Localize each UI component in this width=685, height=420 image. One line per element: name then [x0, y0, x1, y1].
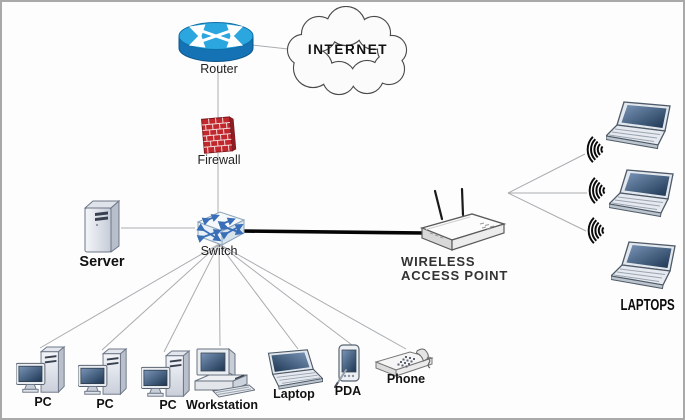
link-switch-phone	[218, 243, 407, 350]
pda-icon	[334, 344, 360, 388]
server-icon	[83, 199, 121, 253]
pda-node	[332, 343, 364, 389]
laptop-label: Laptop	[273, 387, 315, 401]
switch-label: Switch	[200, 244, 238, 258]
router-icon	[178, 22, 254, 62]
wifi-signal-icon-2	[587, 172, 611, 209]
switch-icon	[196, 211, 246, 246]
wireless-laptop-1	[606, 101, 676, 153]
wireless-laptop-2	[609, 169, 679, 221]
server-node	[81, 198, 123, 256]
phone-icon	[374, 348, 434, 377]
laptops-group-label: LAPTOPS	[620, 297, 675, 314]
link-switch-pc3	[163, 243, 220, 353]
wireless-laptop-3	[611, 241, 681, 293]
firewall-label: Firewall	[197, 153, 241, 167]
wap-label-line2: ACCESS POINT	[401, 268, 509, 284]
firewall-icon	[201, 116, 237, 154]
pc2-node	[78, 348, 130, 400]
workstation-label: Workstation	[186, 398, 258, 412]
firewall-node	[199, 114, 239, 156]
link-wap-laptop1	[507, 153, 586, 194]
server-label: Server	[79, 254, 125, 270]
internet-node: INTERNET	[279, 6, 417, 100]
link-switch-workstation	[218, 243, 221, 347]
wap-label-line1: WIRELESS	[401, 254, 476, 269]
link-switch-wap-thick	[241, 229, 426, 235]
wifi-signal-icon-3	[586, 212, 610, 249]
phone-label: Phone	[386, 372, 426, 386]
link-switch-pc1	[39, 243, 220, 349]
pc3-label: PC	[159, 398, 177, 412]
pc1-label: PC	[34, 395, 52, 409]
pda-label: PDA	[334, 384, 362, 398]
internet-label: INTERNET	[307, 42, 389, 57]
wireless-access-point-icon	[419, 188, 507, 251]
wap-label: WIRELESS ACCESS POINT	[401, 254, 509, 284]
router-label: Router	[200, 62, 238, 76]
link-wap-laptop3	[507, 192, 587, 232]
cloud-icon	[286, 6, 408, 96]
wireless-access-point-node	[418, 188, 508, 254]
link-switch-pda	[218, 243, 353, 346]
router-node	[178, 16, 254, 66]
workstation-node	[189, 345, 255, 399]
pc1-node	[16, 346, 68, 398]
pc3-node	[141, 350, 193, 402]
phone-node	[374, 346, 436, 382]
link-switch-laptop	[218, 243, 299, 350]
switch-node	[190, 208, 246, 248]
pc2-label: PC	[96, 397, 114, 411]
workstation-icon	[194, 347, 255, 398]
link-switch-pc2	[101, 243, 220, 351]
link-router-internet	[251, 44, 289, 50]
